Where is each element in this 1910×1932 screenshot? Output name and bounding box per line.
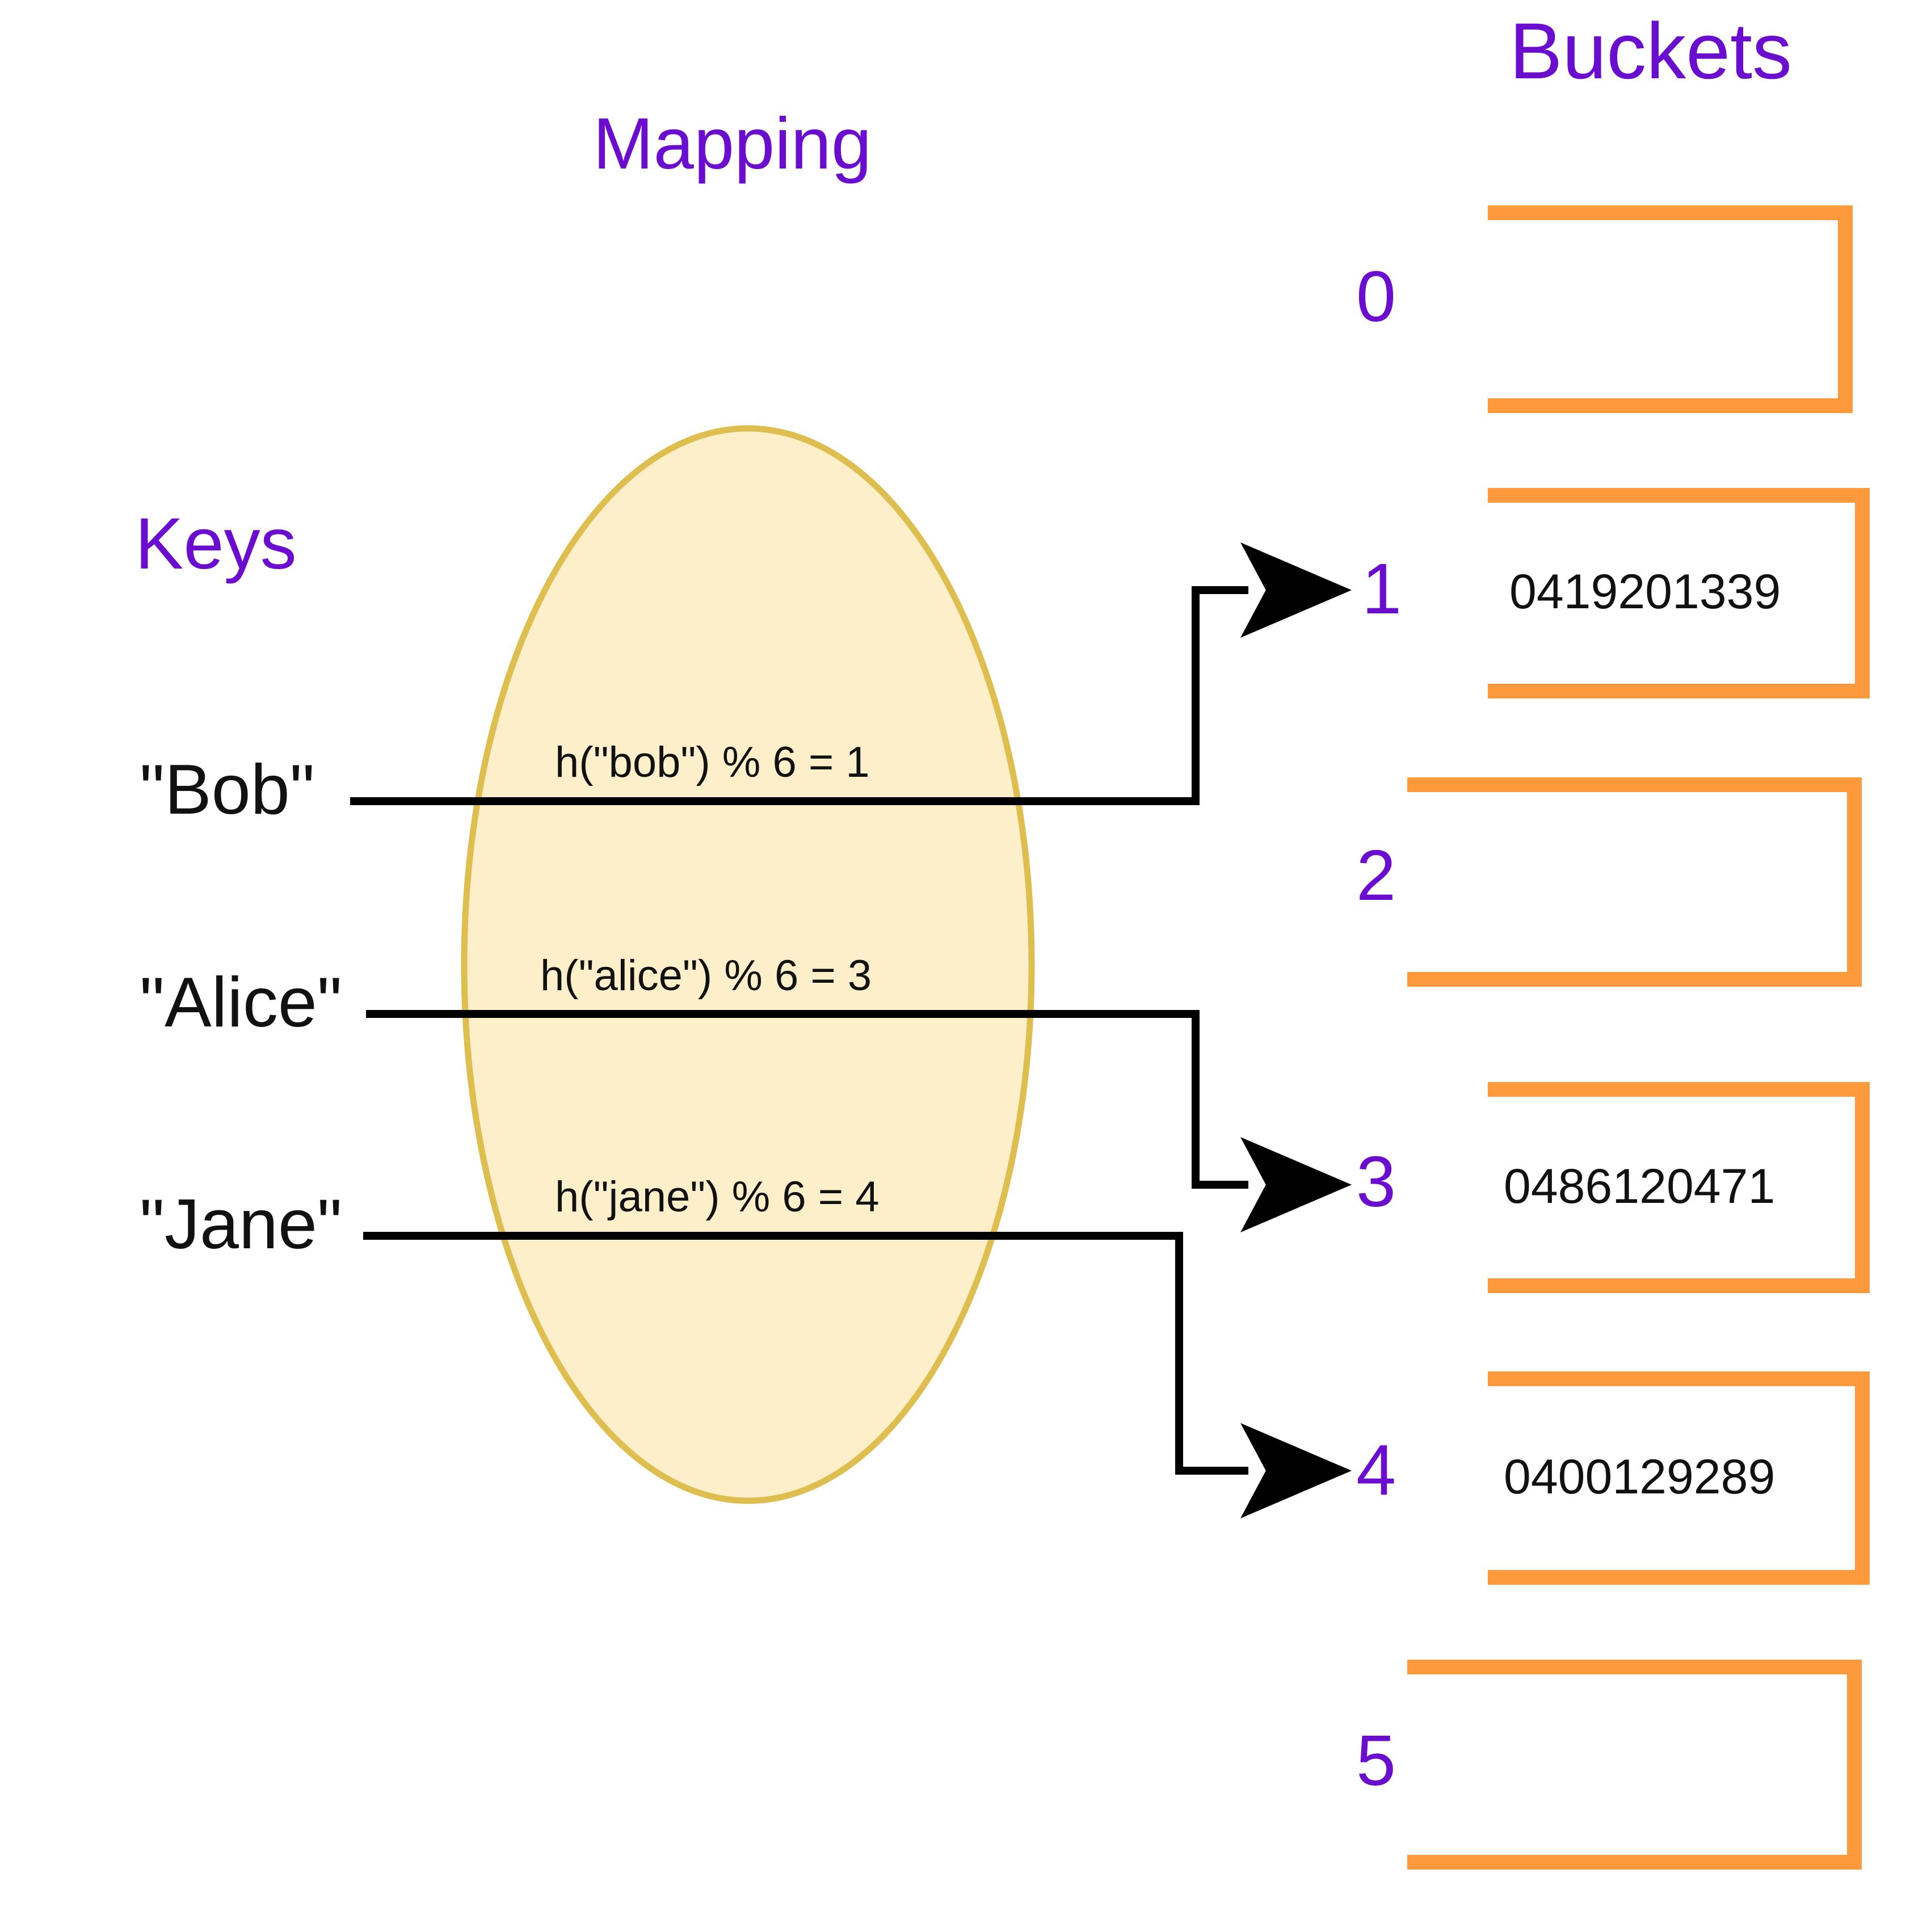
mapping-expression-bob: h("bob") % 6 = 1 xyxy=(555,738,870,786)
keys-title: Keys xyxy=(135,503,297,584)
mapping-title: Mapping xyxy=(593,103,872,184)
connector-alice xyxy=(366,1010,1352,1232)
bucket-frame-2 xyxy=(1407,777,1862,987)
bucket-index-4: 4 xyxy=(1356,1430,1396,1510)
connector-lines xyxy=(350,542,1352,1518)
bucket-frame-1 xyxy=(1488,488,1870,698)
key-label-jane: "Jane" xyxy=(140,1185,342,1264)
connector-bob xyxy=(350,542,1352,805)
key-label-bob: "Bob" xyxy=(140,751,315,829)
connector-jane xyxy=(363,1232,1352,1518)
bucket-frame-0 xyxy=(1488,205,1853,413)
bucket-index-0: 0 xyxy=(1356,256,1396,336)
bucket-frames xyxy=(1407,205,1870,1870)
bucket-index-1: 1 xyxy=(1362,549,1402,629)
bucket-index-3: 3 xyxy=(1356,1142,1396,1222)
buckets-title: Buckets xyxy=(1509,6,1792,95)
bucket-value-1: 0419201339 xyxy=(1509,565,1781,619)
bucket-value-4: 0400129289 xyxy=(1504,1450,1776,1504)
bucket-index-2: 2 xyxy=(1356,835,1396,915)
bucket-frame-3 xyxy=(1488,1082,1870,1293)
mapping-expression-jane: h("jane") % 6 = 4 xyxy=(555,1173,880,1221)
bucket-index-5: 5 xyxy=(1356,1720,1396,1800)
mapping-expression-alice: h("alice") % 6 = 3 xyxy=(540,952,872,1000)
bucket-value-3: 0486120471 xyxy=(1504,1159,1776,1214)
bucket-frame-5 xyxy=(1407,1660,1862,1870)
bucket-frame-4 xyxy=(1488,1371,1870,1585)
key-label-alice: "Alice" xyxy=(140,963,342,1042)
